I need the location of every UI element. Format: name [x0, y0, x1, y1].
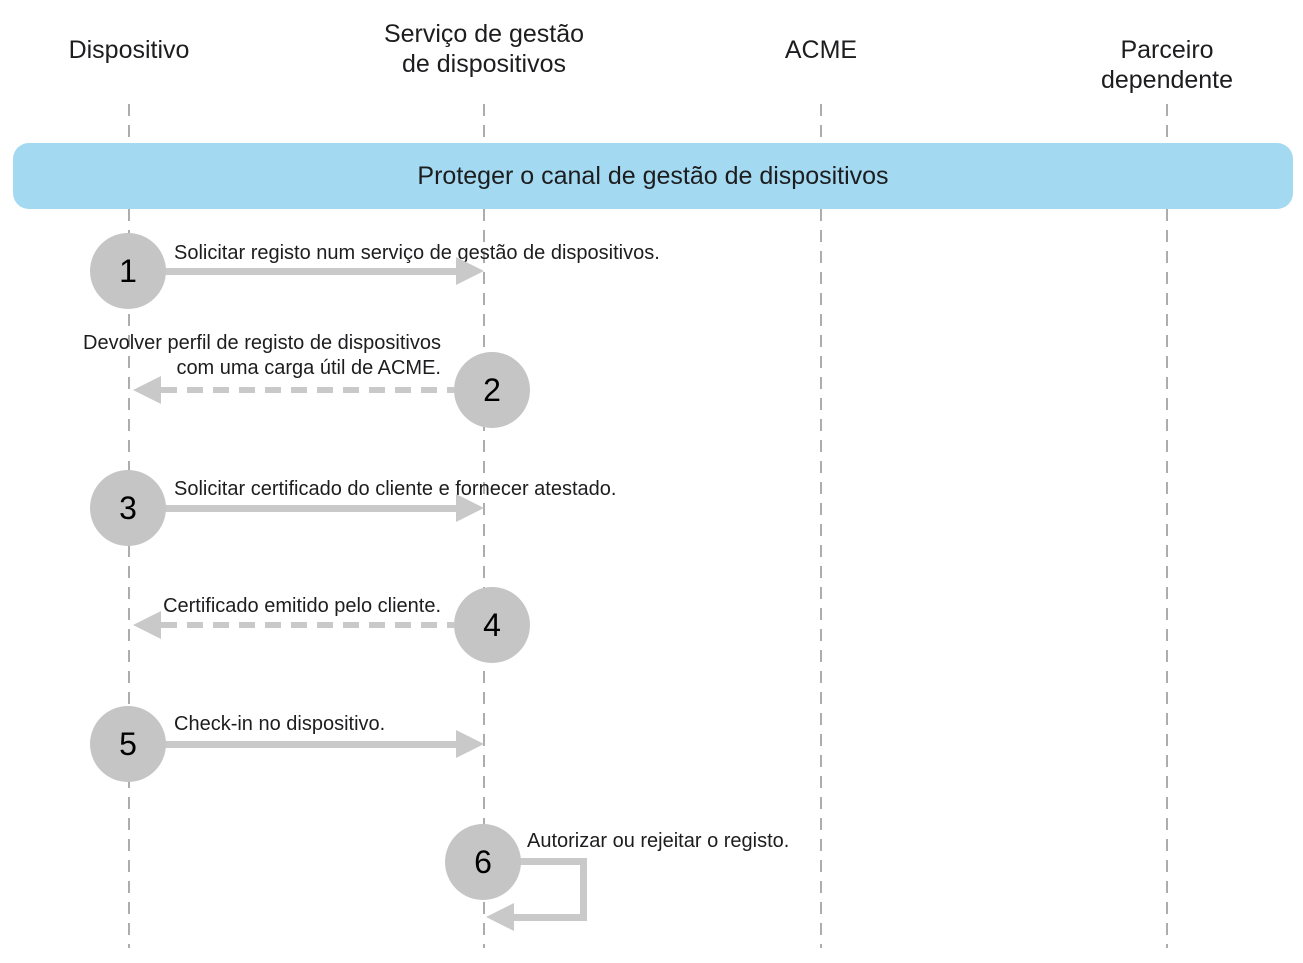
step-2-label: Devolver perfil de registo de dispositiv… — [83, 332, 441, 379]
step-6-number-badge: 6 — [445, 824, 521, 900]
step-1-label: Solicitar registo num serviço de gestão … — [174, 242, 660, 264]
banner: Proteger o canal de gestão de dispositiv… — [13, 143, 1293, 209]
step-5-arrowhead-icon — [456, 730, 484, 758]
actor-parceiro: Parceiro dependente — [1100, 36, 1234, 94]
lifeline-parceiro — [1166, 104, 1168, 948]
step-6-loop-bottom — [500, 914, 587, 921]
step-6-arrowhead-icon — [486, 903, 514, 931]
actor-servico-gestao: Serviço de gestão de dispositivos — [383, 20, 585, 78]
step-6-label: Autorizar ou rejeitar o registo. — [527, 830, 790, 852]
step-4-number-badge: 4 — [454, 587, 530, 663]
step-1-number-badge: 1 — [90, 233, 166, 309]
step-6-loop-top — [519, 858, 587, 865]
actor-acme: ACME — [784, 36, 858, 64]
step-1-arrow-line — [165, 268, 456, 275]
step-5-number: 5 — [119, 725, 137, 762]
step-1-number: 1 — [119, 252, 137, 289]
step-4-arrow-line — [161, 622, 454, 628]
step-2-arrow-line — [161, 387, 454, 393]
step-3-arrowhead-icon — [456, 494, 484, 522]
step-2-number: 2 — [483, 371, 501, 408]
step-1-arrowhead-icon — [456, 257, 484, 285]
step-3-arrow-line — [165, 505, 456, 512]
step-4-arrowhead-icon — [133, 611, 161, 639]
step-3-number: 3 — [119, 489, 137, 526]
lifeline-acme — [820, 104, 822, 948]
step-5-number-badge: 5 — [90, 706, 166, 782]
step-5-arrow-line — [165, 741, 456, 748]
step-4-number: 4 — [483, 606, 501, 643]
step-6-loop-right — [580, 858, 587, 921]
step-3-number-badge: 3 — [90, 470, 166, 546]
step-6-number: 6 — [474, 843, 492, 880]
step-3-label: Solicitar certificado do cliente e forne… — [174, 478, 617, 500]
step-2-arrowhead-icon — [133, 376, 161, 404]
actor-dispositivo: Dispositivo — [68, 36, 190, 64]
banner-label: Proteger o canal de gestão de dispositiv… — [417, 161, 889, 190]
step-4-label: Certificado emitido pelo cliente. — [163, 595, 441, 617]
step-2-number-badge: 2 — [454, 352, 530, 428]
lifeline-servico-gestao — [483, 104, 485, 948]
step-5-label: Check-in no dispositivo. — [174, 713, 386, 735]
